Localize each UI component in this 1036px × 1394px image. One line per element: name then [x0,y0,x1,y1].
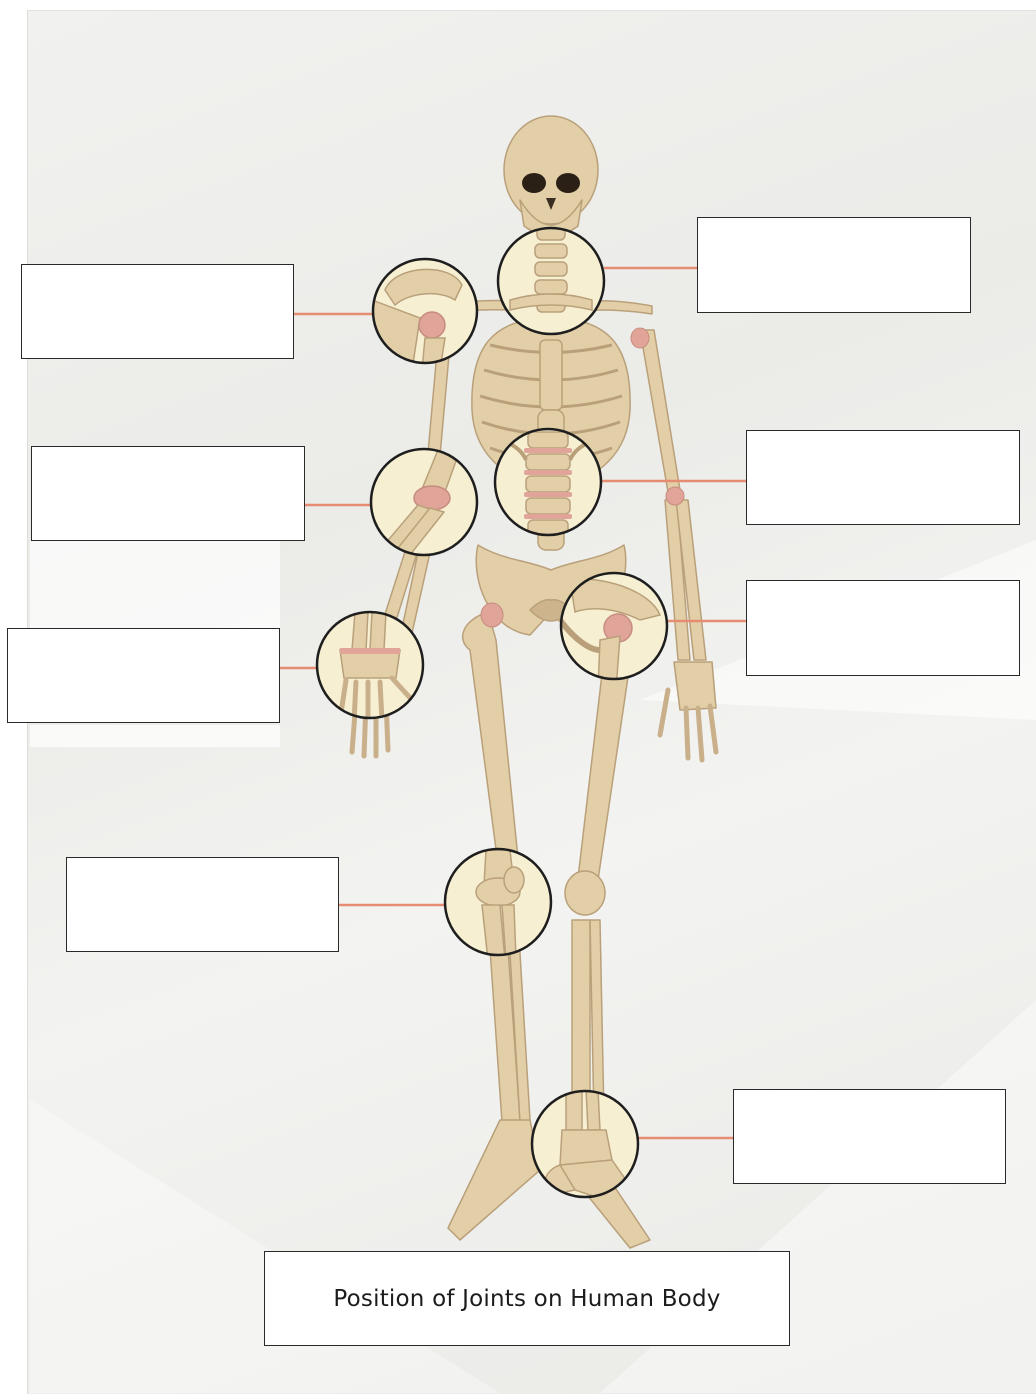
callout-ankle [532,1090,640,1205]
callout-neck [498,226,604,334]
label-box-knee[interactable] [66,857,339,952]
label-box-wrist[interactable] [7,628,280,723]
title-box: Position of Joints on Human Body [264,1251,790,1346]
callout-knee [445,849,551,960]
label-box-shoulder[interactable] [21,264,294,359]
callout-shoulder [372,259,477,370]
label-box-ankle[interactable] [733,1089,1006,1184]
label-box-elbow[interactable] [31,446,305,541]
callout-elbow [371,445,477,565]
callout-hip [560,573,667,690]
label-box-spine[interactable] [746,430,1020,525]
callout-wrist [317,612,423,722]
label-box-neck[interactable] [697,217,971,313]
page-title: Position of Joints on Human Body [333,1286,720,1312]
callout-spine [495,429,601,536]
label-box-hip[interactable] [746,580,1020,676]
